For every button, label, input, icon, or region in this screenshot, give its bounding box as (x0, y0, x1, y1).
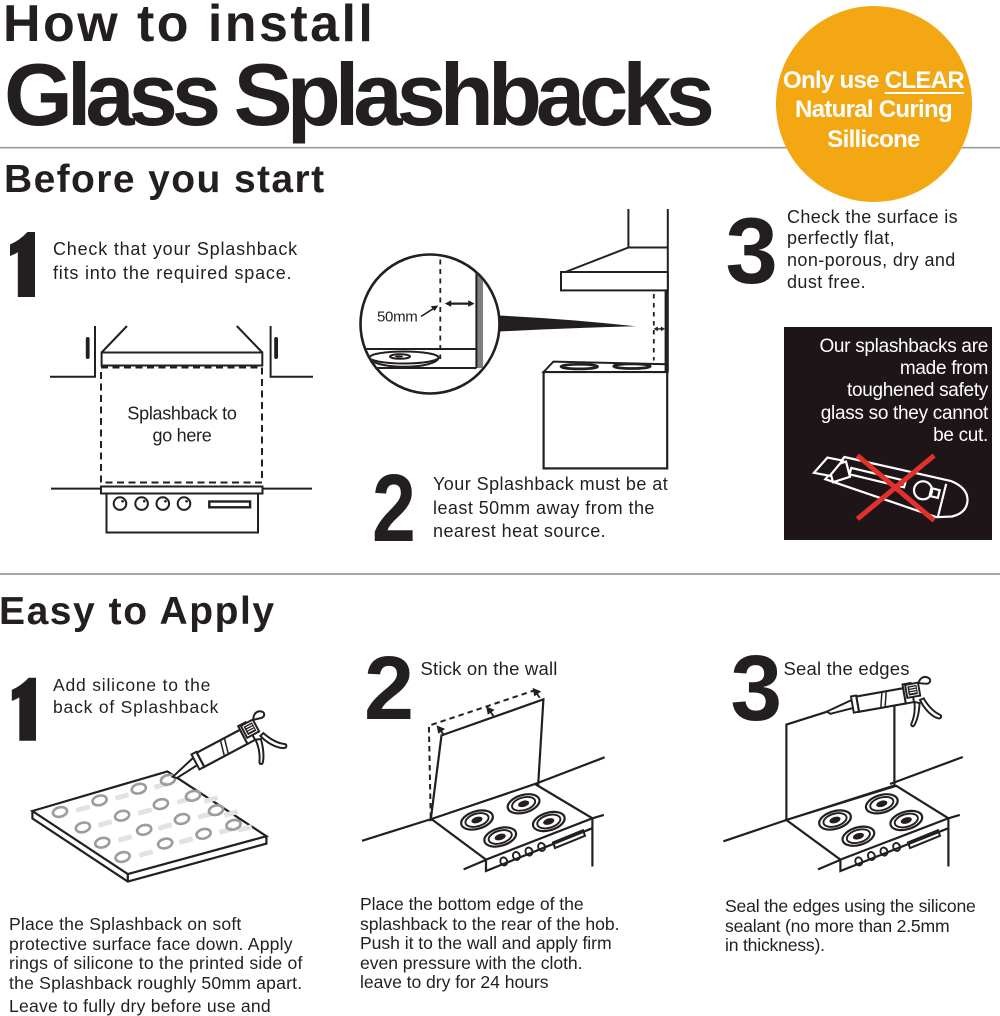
svg-text:Splashback to: Splashback to (127, 404, 236, 424)
svg-text:go here: go here (153, 426, 212, 446)
svg-text:50mm: 50mm (377, 309, 417, 326)
